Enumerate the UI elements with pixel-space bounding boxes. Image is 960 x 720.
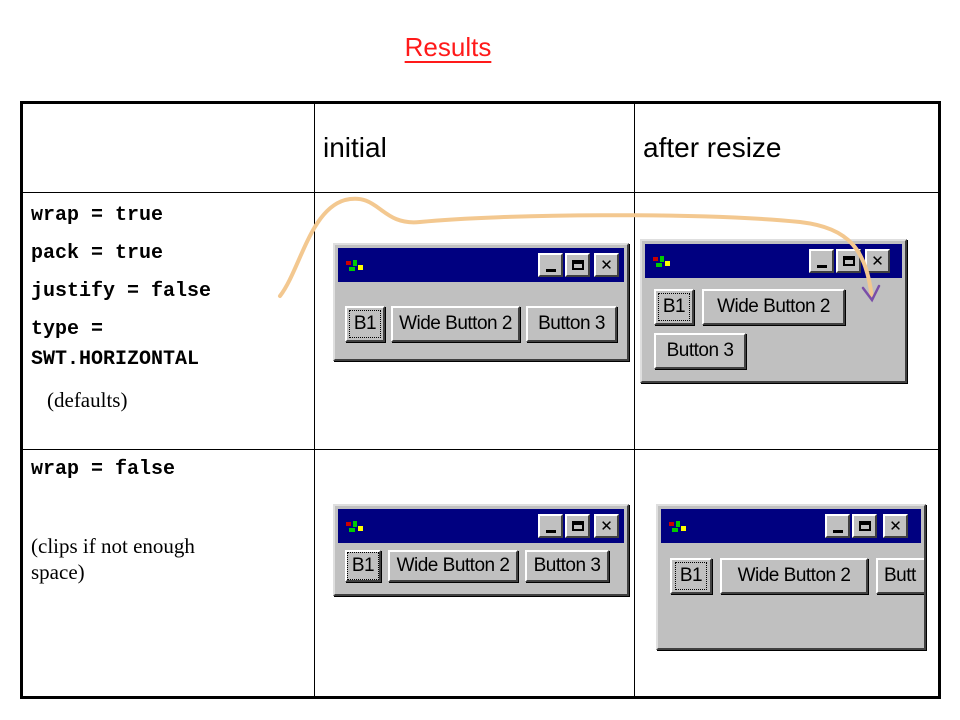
window-titlebar: ✕ <box>661 509 921 543</box>
minimize-button[interactable] <box>538 514 563 538</box>
window-resized-nowrap: ✕ B1 Wide Button 2 Butt <box>656 504 926 650</box>
window-initial-nowrap: ✕ B1 Wide Button 2 Button 3 <box>333 504 629 596</box>
button-b1[interactable]: B1 <box>345 306 385 342</box>
row1-line-pack: pack = true <box>31 242 164 265</box>
close-button[interactable]: ✕ <box>594 253 619 277</box>
app-icon <box>653 256 670 267</box>
button-wide-button-2[interactable]: Wide Button 2 <box>391 306 520 342</box>
button-b1[interactable]: B1 <box>345 550 381 582</box>
button-button-3[interactable]: Button 3 <box>526 306 617 342</box>
app-icon <box>346 521 363 532</box>
minimize-button[interactable] <box>825 514 850 538</box>
button-b1[interactable]: B1 <box>654 289 694 325</box>
maximize-button[interactable] <box>836 249 861 273</box>
row2-line-wrap: wrap = false <box>31 458 176 481</box>
maximize-button[interactable] <box>852 514 877 538</box>
button-b1[interactable]: B1 <box>670 558 712 594</box>
row2-note-line1: (clips if not enough <box>31 534 195 558</box>
button-button-3[interactable]: Button 3 <box>654 333 746 369</box>
close-icon: ✕ <box>889 516 902 535</box>
window-titlebar: ✕ <box>338 509 624 543</box>
close-icon: ✕ <box>871 251 884 270</box>
window-titlebar: ✕ <box>338 248 624 282</box>
slide-title: Results <box>404 32 492 62</box>
close-button[interactable]: ✕ <box>883 514 908 538</box>
window-initial-wrap: ✕ B1 Wide Button 2 Button 3 <box>333 243 629 361</box>
table-row-divider <box>23 449 938 450</box>
close-icon: ✕ <box>600 516 613 535</box>
button-wide-button-2[interactable]: Wide Button 2 <box>702 289 845 325</box>
button-wide-button-2[interactable]: Wide Button 2 <box>388 550 518 582</box>
minimize-button[interactable] <box>538 253 563 277</box>
close-button[interactable]: ✕ <box>865 249 890 273</box>
button-wide-button-2[interactable]: Wide Button 2 <box>720 558 868 594</box>
table-row-divider <box>23 192 938 193</box>
header-after-resize: after resize <box>643 132 782 163</box>
table-col-divider <box>634 104 635 696</box>
app-icon <box>669 521 686 532</box>
table-col-divider <box>314 104 315 696</box>
row1-note-defaults: (defaults) <box>47 388 128 412</box>
row1-line-justify: justify = false <box>31 280 212 303</box>
maximize-button[interactable] <box>565 253 590 277</box>
close-icon: ✕ <box>600 255 613 274</box>
row1-line-wrap: wrap = true <box>31 204 164 227</box>
window-titlebar: ✕ <box>645 244 902 278</box>
app-icon <box>346 260 363 271</box>
button-button-3-clipped[interactable]: Butt <box>876 558 924 594</box>
row1-line-type: type = <box>31 318 104 341</box>
button-button-3[interactable]: Button 3 <box>525 550 609 582</box>
row2-note-line2: space) <box>31 560 85 584</box>
maximize-button[interactable] <box>565 514 590 538</box>
results-table: initial after resize wrap = true pack = … <box>20 101 941 699</box>
row1-line-swt-horizontal: SWT.HORIZONTAL <box>31 348 200 371</box>
close-button[interactable]: ✕ <box>594 514 619 538</box>
window-resized-wrap: ✕ B1 Wide Button 2 Button 3 <box>640 239 907 383</box>
header-initial: initial <box>323 132 387 163</box>
minimize-button[interactable] <box>809 249 834 273</box>
